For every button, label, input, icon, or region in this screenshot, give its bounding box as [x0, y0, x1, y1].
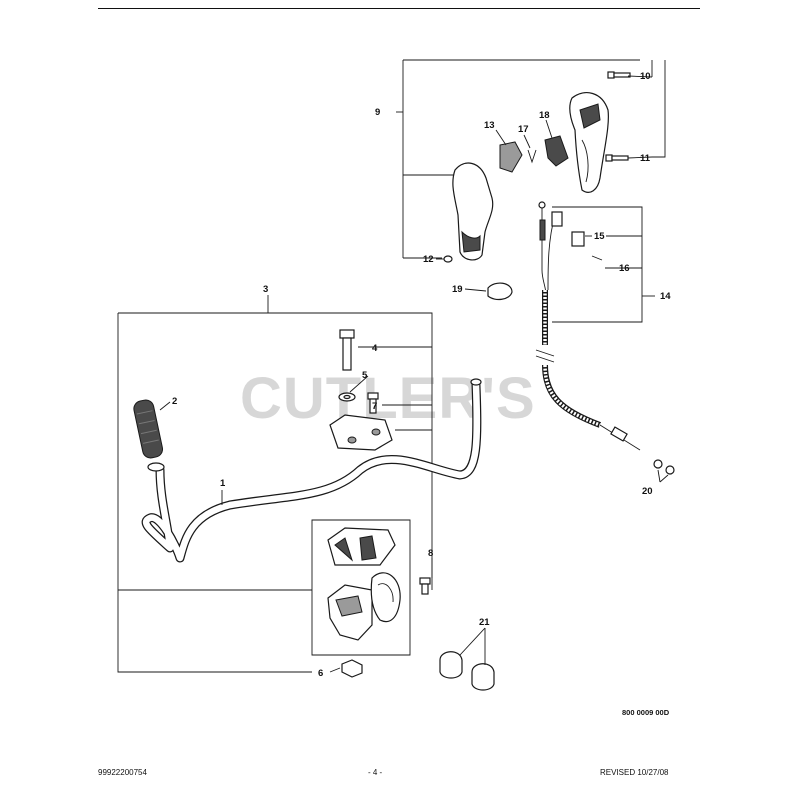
hose-clip-part	[439, 651, 495, 691]
group-9-bracket	[396, 59, 640, 259]
cable-holder-19-part	[487, 282, 513, 301]
throttle-cable-part	[535, 201, 641, 451]
grip-part	[133, 399, 164, 459]
screw-11-part	[605, 154, 629, 162]
nut-12-part	[443, 255, 453, 263]
footer-page-number: - 4 -	[368, 768, 383, 777]
callout-14: 14	[660, 291, 671, 302]
callout-labels: 1 2 3 4 5 6 7 8 9 10 11 12 13 14 15 16 1…	[172, 71, 671, 679]
spring-17-part	[527, 149, 537, 164]
callout-9: 9	[375, 107, 380, 118]
callout-19: 19	[452, 284, 463, 295]
callout-10: 10	[640, 71, 651, 82]
lever-18-part	[544, 135, 569, 167]
callout-3: 3	[263, 284, 268, 295]
footer-part-number: 99922200754	[98, 768, 147, 777]
trigger-13-part	[499, 141, 523, 173]
callout-7: 7	[372, 401, 377, 412]
leader-lines	[159, 60, 666, 673]
callout-1: 1	[220, 478, 226, 489]
throttle-handle-right-part	[569, 92, 609, 193]
callout-16: 16	[619, 263, 630, 274]
callout-12: 12	[423, 254, 434, 265]
callout-8: 8	[428, 548, 433, 559]
footer-revised-date: REVISED 10/27/08	[600, 768, 669, 777]
top-rule	[98, 8, 700, 9]
group-14-bracket	[552, 206, 655, 323]
group-3-bracket	[117, 295, 433, 673]
callout-2: 2	[172, 396, 177, 407]
callout-17: 17	[518, 124, 529, 135]
screw-part	[367, 392, 379, 414]
upper-clamp-part	[329, 414, 393, 451]
watermark: CUTLER'S	[240, 366, 536, 431]
callout-5: 5	[362, 370, 368, 381]
bolt-part	[339, 329, 355, 371]
callout-21: 21	[479, 617, 490, 628]
nut-part	[341, 659, 363, 678]
screw-10-part	[607, 71, 631, 79]
callout-4: 4	[372, 343, 378, 354]
clamp-block-part	[327, 527, 401, 641]
throttle-handle-left-part	[452, 162, 494, 261]
handle-bar-end	[147, 462, 165, 472]
nut-20a-part	[653, 459, 663, 469]
clamp-group-frame	[311, 519, 411, 656]
callout-20: 20	[642, 486, 653, 497]
callout-18: 18	[539, 110, 550, 121]
callout-15: 15	[594, 231, 605, 242]
nut-20b-part	[665, 465, 675, 475]
callout-6: 6	[318, 668, 323, 679]
callout-13: 13	[484, 120, 495, 131]
callout-11: 11	[640, 153, 651, 164]
handle-bar-part	[141, 378, 482, 563]
screw-8-part	[419, 577, 431, 595]
drawing-code: 800 0009 00D	[622, 708, 670, 717]
